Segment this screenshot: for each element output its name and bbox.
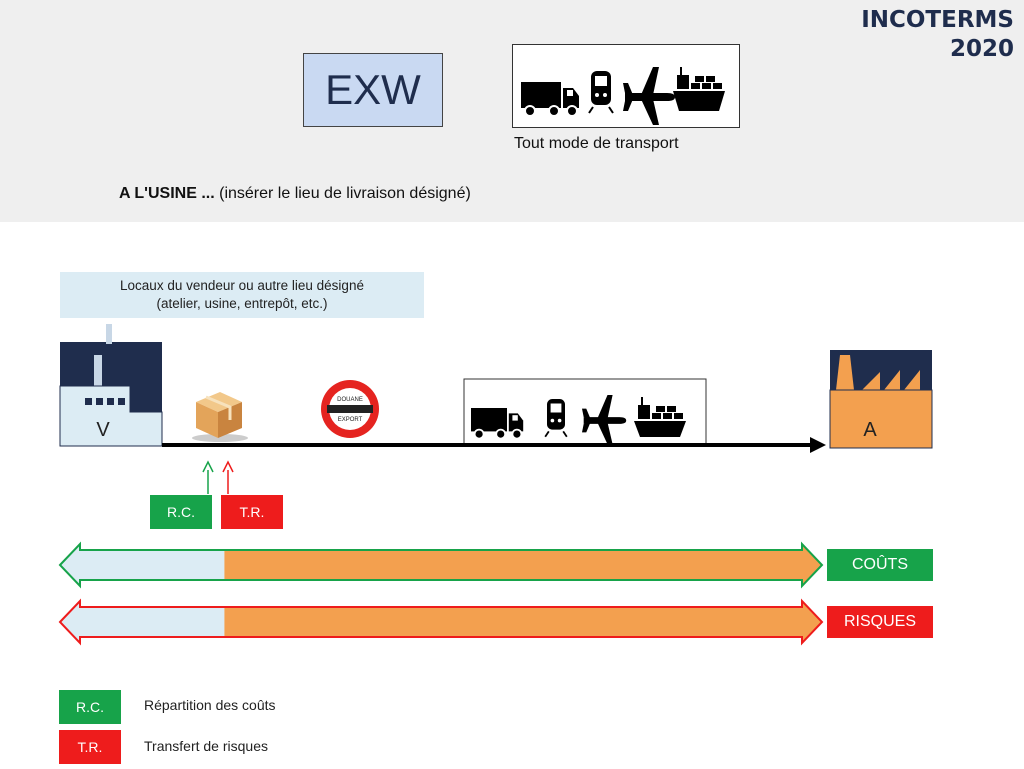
- legend-tr-badge-text: T.R.: [77, 739, 103, 755]
- route-truck-icon: [471, 408, 524, 440]
- rc-badge: R.C.: [150, 495, 212, 529]
- risks-label: RISQUES: [827, 606, 933, 638]
- legend-tr-badge: T.R.: [59, 730, 121, 764]
- tr-badge: T.R.: [221, 495, 283, 529]
- risks-outline: [58, 598, 824, 646]
- rc-arrow-icon: [202, 460, 214, 494]
- risks-seller-segment: [60, 601, 225, 643]
- place-line-2: (atelier, usine, entrepôt, etc.): [156, 296, 328, 311]
- title-line-1: INCOTERMS: [861, 7, 1014, 33]
- risks-label-text: RISQUES: [843, 613, 916, 630]
- subtitle-bold: A L'USINE ...: [119, 185, 215, 202]
- route-ship-icon: [634, 397, 686, 437]
- route-train-icon: [544, 399, 568, 438]
- train-icon: [588, 71, 614, 114]
- risks-bar: [58, 598, 824, 646]
- subtitle-rest: (insérer le lieu de livraison désigné): [214, 185, 471, 202]
- costs-label: COÛTS: [827, 549, 933, 581]
- subtitle: A L'USINE ... (insérer le lieu de livrai…: [119, 185, 471, 203]
- title-line-2: 2020: [949, 36, 1014, 62]
- customs-line-2: EXPORT: [338, 417, 363, 423]
- transport-caption: Tout mode de transport: [514, 135, 679, 152]
- legend-rc-badge: R.C.: [59, 690, 121, 724]
- place-line-1: Locaux du vendeur ou autre lieu désigné: [120, 278, 364, 293]
- route-airplane-icon: [582, 395, 627, 445]
- ship-icon: [673, 67, 725, 111]
- costs-seller-segment: [60, 544, 225, 586]
- costs-buyer-segment: [224, 544, 822, 586]
- risks-buyer-segment: [224, 601, 822, 643]
- buyer-factory-icon: A: [829, 350, 933, 449]
- legend-rc-badge-text: R.C.: [76, 699, 104, 715]
- incoterm-code-box: EXW: [303, 53, 443, 127]
- transport-icons: [521, 67, 725, 125]
- costs-outline: [58, 541, 824, 589]
- transport-modes-box: [512, 44, 740, 128]
- tr-arrow-icon: [222, 460, 234, 494]
- legend-rc-text: Répartition des coûts: [144, 697, 276, 713]
- delivery-place-box: Locaux du vendeur ou autre lieu désigné …: [60, 272, 424, 318]
- tr-badge-text: T.R.: [239, 504, 265, 520]
- buyer-letter: A: [863, 419, 877, 441]
- customs-line-1: DOUANE: [337, 397, 363, 403]
- incoterms-title: INCOTERMS 2020: [861, 6, 1014, 64]
- route-arrowhead: [810, 437, 826, 453]
- airplane-icon: [623, 67, 675, 125]
- customs-sign-icon: DOUANE EXPORT: [321, 380, 379, 438]
- costs-label-text: COÛTS: [852, 556, 908, 573]
- incoterm-code: EXW: [325, 66, 421, 113]
- truck-icon: [521, 82, 579, 117]
- seller-factory-icon: V: [59, 324, 163, 447]
- costs-bar: [58, 541, 824, 589]
- legend-tr-text: Transfert de risques: [144, 738, 268, 754]
- package-icon: [192, 392, 248, 442]
- rc-badge-text: R.C.: [167, 504, 195, 520]
- seller-letter: V: [96, 419, 110, 441]
